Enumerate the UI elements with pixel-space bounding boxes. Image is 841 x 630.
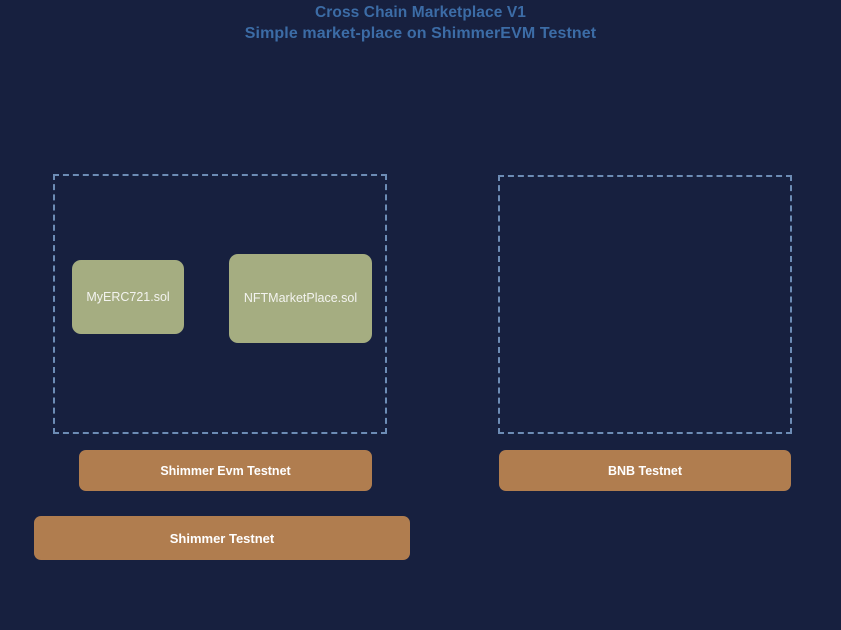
network-button-label: BNB Testnet [607,463,683,478]
page-subtitle: Simple market-place on ShimmerEVM Testne… [244,25,597,42]
contract-node-label: NFTMarketPlace.sol [243,291,358,305]
network-button-shimmer-testnet[interactable]: Shimmer Testnet [34,516,410,560]
network-button-label: Shimmer Evm Testnet [160,463,291,478]
page-header: Cross Chain Marketplace V1 Simple market… [0,0,841,45]
chain-container-right [498,175,792,434]
page-title: Cross Chain Marketplace V1 [314,4,527,21]
contract-node-label: MyERC721.sol [86,289,170,304]
contract-node-myerc721[interactable]: MyERC721.sol [72,260,184,334]
contract-node-nftmarketplace[interactable]: NFTMarketPlace.sol [229,254,372,343]
network-button-shimmer-evm-testnet[interactable]: Shimmer Evm Testnet [79,450,372,491]
network-button-label: Shimmer Testnet [169,530,275,546]
chain-container-left [53,174,387,434]
network-button-bnb-testnet[interactable]: BNB Testnet [499,450,791,491]
